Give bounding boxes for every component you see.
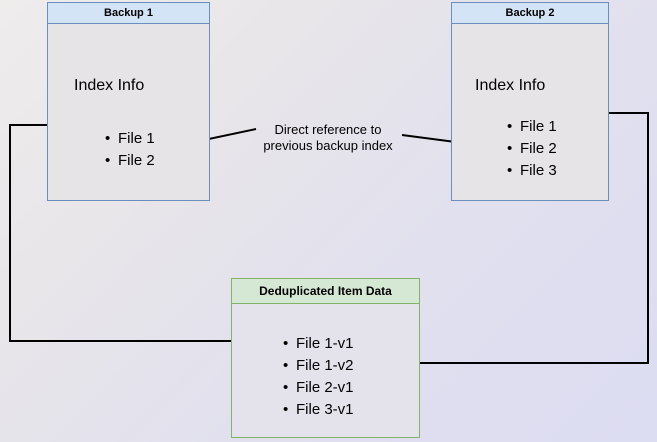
node-backup-2[interactable]: Backup 2 Index Info File 1 File 2 File 3 [451,2,609,201]
list-item: File 1-v1 [283,333,353,355]
backup-2-index-info-label: Index Info [475,77,546,94]
list-item: File 1 [105,128,155,150]
backup-1-header: Backup 1 [47,2,210,24]
list-item: File 3-v1 [283,399,353,421]
list-item: File 2 [507,138,557,160]
backup-2-body: Index Info File 1 File 2 File 3 [451,24,609,201]
backup-1-file-list: File 1 File 2 [100,128,155,172]
node-backup-1[interactable]: Backup 1 Index Info File 1 File 2 [47,2,210,201]
list-item: File 3 [507,160,557,182]
backup-1-title: Backup 1 [104,6,153,19]
node-deduplicated-item-data[interactable]: Deduplicated Item Data File 1-v1 File 1-… [231,278,420,438]
dedup-body: File 1-v1 File 1-v2 File 2-v1 File 3-v1 [231,304,420,438]
backup-2-header: Backup 2 [451,2,609,24]
backup-2-file-list: File 1 File 2 File 3 [502,116,557,182]
backup-1-index-info-label: Index Info [74,77,145,94]
backup-1-body: Index Info File 1 File 2 [47,24,210,201]
edge-label-direct-reference: Direct reference to previous backup inde… [263,122,393,153]
list-item: File 1 [507,116,557,138]
dedup-header: Deduplicated Item Data [231,278,420,304]
backup-2-title: Backup 2 [505,6,555,19]
dedup-title: Deduplicated Item Data [259,284,392,298]
dedup-file-list: File 1-v1 File 1-v2 File 2-v1 File 3-v1 [278,333,353,421]
list-item: File 2-v1 [283,377,353,399]
list-item: File 1-v2 [283,355,353,377]
list-item: File 2 [105,150,155,172]
